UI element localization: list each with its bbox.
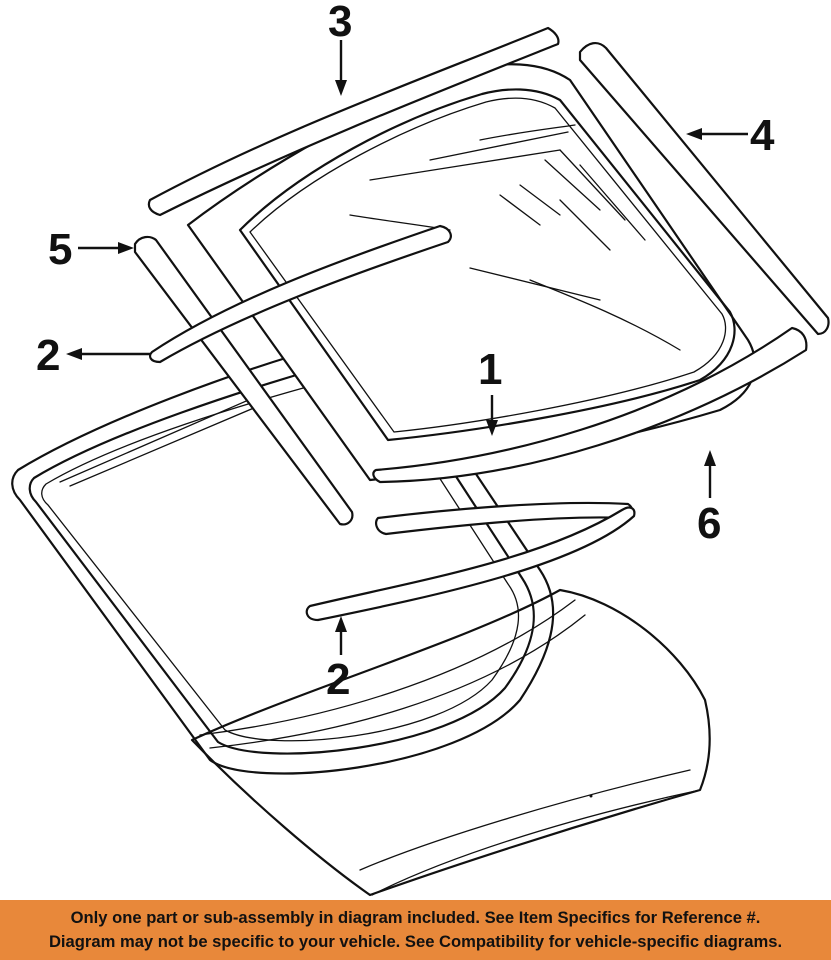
callout-1: 1	[478, 345, 502, 394]
body-opening-frame	[11, 340, 555, 775]
lower-strip	[305, 506, 636, 622]
callout-2a: 2	[36, 331, 60, 380]
callout-5: 5	[48, 225, 72, 274]
disclaimer-line-1: Only one part or sub-assembly in diagram…	[70, 908, 761, 927]
callout-6: 6	[697, 499, 721, 548]
callout-arrows	[66, 40, 748, 655]
deck-panel	[190, 588, 711, 897]
lower-molding	[372, 326, 808, 484]
disclaimer-line-2: Diagram may not be specific to your vehi…	[48, 932, 783, 951]
parts-diagram: 3 4 5 2 1 6 2	[11, 0, 830, 897]
upper-strip	[149, 224, 452, 364]
disclaimer-banner: Only one part or sub-assembly in diagram…	[0, 900, 831, 960]
callout-4: 4	[750, 111, 775, 160]
top-molding	[147, 26, 560, 217]
callout-2b: 2	[326, 655, 350, 704]
left-molding	[133, 235, 354, 526]
right-molding	[578, 42, 830, 336]
callout-3: 3	[328, 0, 352, 46]
